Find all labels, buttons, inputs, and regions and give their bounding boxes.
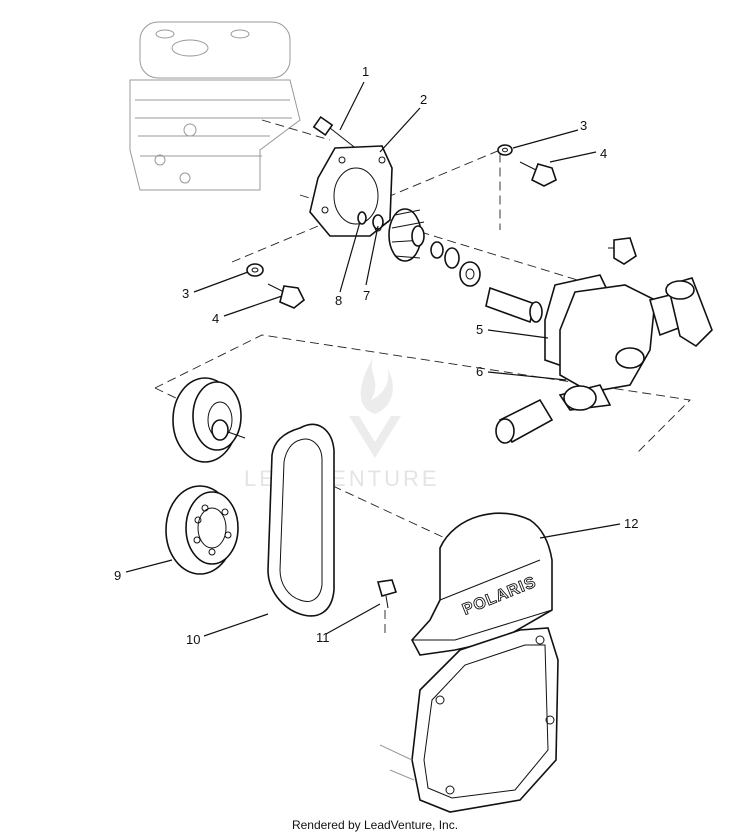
chaincase-cover bbox=[379, 627, 559, 813]
bolt-part-1 bbox=[312, 115, 359, 151]
outlet-tube bbox=[495, 398, 554, 444]
impeller bbox=[388, 208, 425, 262]
callout-8: 8 bbox=[335, 293, 342, 308]
bolt-part-4-upper bbox=[519, 161, 557, 187]
alignment-lines bbox=[154, 119, 691, 635]
bolt-part-4-lower bbox=[267, 283, 306, 309]
hose-fitting bbox=[665, 277, 713, 348]
callout-12: 12 bbox=[624, 516, 638, 531]
callout-9: 9 bbox=[114, 568, 121, 583]
callout-5: 5 bbox=[476, 322, 483, 337]
callout-7: 7 bbox=[363, 288, 370, 303]
washer-part-3-lower bbox=[246, 263, 264, 277]
belt-guard-part-12: POLARIS bbox=[411, 512, 553, 656]
engine-cylinder-ghost bbox=[129, 21, 301, 191]
callout-3-upper: 3 bbox=[580, 118, 587, 133]
bearing-stack bbox=[430, 241, 481, 287]
callout-4-upper: 4 bbox=[600, 146, 607, 161]
pump-shaft bbox=[485, 286, 543, 324]
pump-housing-part-2 bbox=[309, 145, 393, 237]
washer-part-3-upper bbox=[497, 144, 513, 156]
callout-10: 10 bbox=[186, 632, 200, 647]
callout-11: 11 bbox=[316, 630, 330, 645]
callout-labels: 1 2 3 4 3 4 5 6 7 8 9 10 11 12 bbox=[114, 64, 638, 647]
render-credit: Rendered by LeadVenture, Inc. bbox=[291, 818, 459, 832]
callout-6: 6 bbox=[476, 364, 483, 379]
seal-part-8 bbox=[357, 211, 367, 225]
flame-v-icon bbox=[349, 354, 401, 458]
bolt-part-11 bbox=[376, 579, 398, 609]
drive-belt-part-10 bbox=[267, 423, 335, 617]
leader-lines bbox=[125, 81, 621, 637]
callout-4-lower: 4 bbox=[212, 311, 219, 326]
callout-2: 2 bbox=[420, 92, 427, 107]
pulley-part-9 bbox=[165, 485, 239, 575]
elbow-fitting bbox=[608, 237, 637, 265]
drive-pulley-upper bbox=[172, 377, 246, 463]
callout-3-lower: 3 bbox=[182, 286, 189, 301]
callout-1: 1 bbox=[362, 64, 369, 79]
